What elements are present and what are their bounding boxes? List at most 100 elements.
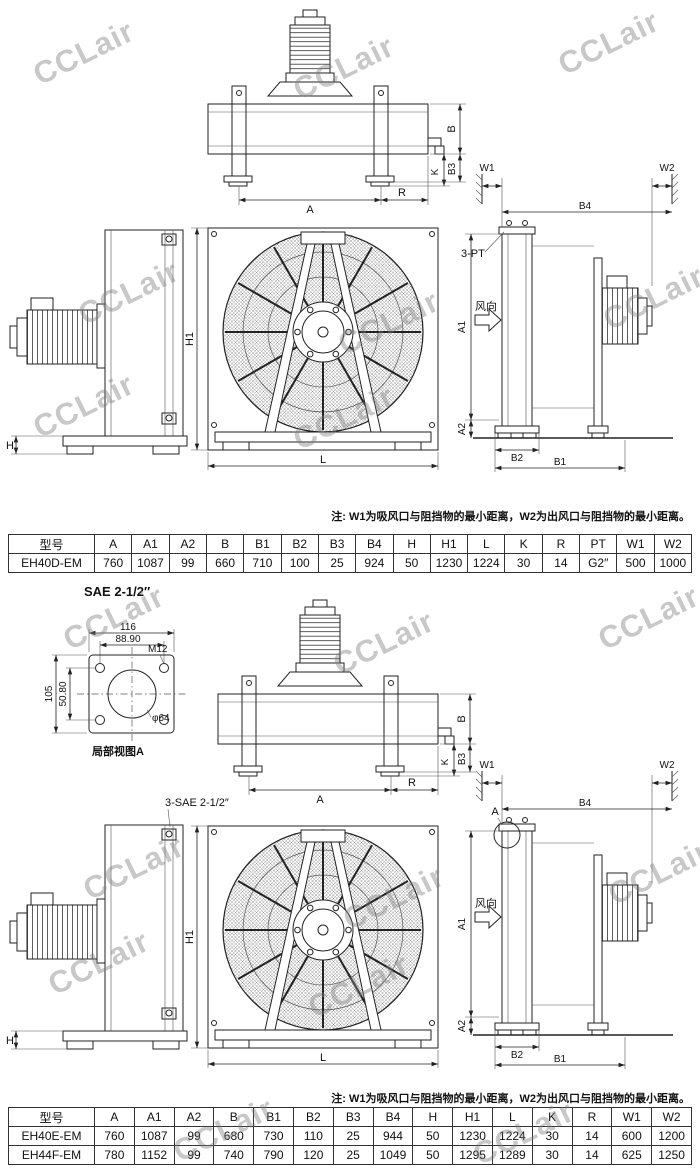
dimension-k: K <box>389 154 450 187</box>
dimension-b: B <box>430 103 466 155</box>
table-cell: 710 <box>243 553 282 573</box>
sae-flange-plate <box>77 647 186 742</box>
dim-label-r: R <box>408 777 416 789</box>
column-header: L <box>491 1107 533 1127</box>
fan-front-view-1: H1 <box>184 227 439 470</box>
dimension-w1 <box>482 178 503 227</box>
dim-label-b3: B3 <box>447 162 458 175</box>
watermark: CCLair <box>27 13 140 92</box>
column-header: PT <box>579 534 618 554</box>
cooler-core-side <box>498 220 536 427</box>
dimension-8890: 88.90 <box>99 634 165 664</box>
dim-label-h: H <box>6 1035 14 1047</box>
table-cell: 944 <box>372 1126 414 1146</box>
dim-label-5080: 50.80 <box>58 681 69 706</box>
wind-direction: 风向 <box>474 299 502 333</box>
dim-label-l: L <box>320 1052 326 1064</box>
column-header: B <box>213 1107 255 1127</box>
dim-label-a1: A1 <box>457 917 468 930</box>
table-cell: 25 <box>332 1126 374 1146</box>
table-cell: 1250 <box>651 1145 692 1165</box>
dim-label-b4: B4 <box>579 201 592 212</box>
table-cell: 760 <box>93 553 133 573</box>
fan-hub <box>292 899 354 961</box>
column-header: B2 <box>280 534 319 554</box>
wind-direction-label: 风向 <box>475 299 497 313</box>
base <box>62 435 188 455</box>
dim-label-b1: B1 <box>554 1054 567 1065</box>
heat-exchanger-panel <box>104 824 184 1032</box>
table-cell: 730 <box>253 1126 294 1146</box>
motor-side <box>601 275 653 345</box>
wind-direction: 风向 <box>474 896 502 930</box>
table-cell: 500 <box>616 553 655 573</box>
top-view-drawing-1: A R K B3 B <box>207 9 466 216</box>
detail-a-callout: A <box>491 806 521 849</box>
dim-label-a: A <box>306 204 314 216</box>
dim-label-116: 116 <box>120 622 136 633</box>
sae-title: SAE 2-1/2″ <box>84 584 151 599</box>
column-header: A1 <box>131 534 170 554</box>
dim-label-a: A <box>316 794 324 806</box>
dimension-b4: B4 <box>502 798 672 812</box>
table-cell: 680 <box>213 1126 255 1146</box>
table-cell: EH40D-EM <box>8 553 95 573</box>
table-cell: 25 <box>317 553 357 573</box>
dim-label-b: B <box>446 125 458 132</box>
table-cell: 99 <box>168 553 207 573</box>
obstruction-wall-right <box>671 173 679 205</box>
dim-label-b4: B4 <box>579 798 592 809</box>
table-cell: EH44F-EM <box>8 1145 95 1165</box>
port-label-3pt: 3-PT <box>461 248 485 260</box>
column-header: A2 <box>168 534 207 554</box>
dim-label-h: H <box>6 440 14 452</box>
cooler-body-top <box>217 675 455 777</box>
table-cell: 1230 <box>452 1126 493 1146</box>
table-cell: 1152 <box>133 1145 175 1165</box>
column-header: B3 <box>317 534 357 554</box>
motor-stand <box>264 231 382 433</box>
dimension-w1 <box>482 775 503 822</box>
column-header: H <box>412 1107 454 1127</box>
dimension-w2 <box>651 775 672 883</box>
side-schematic-2: W1 W2 B4 A <box>457 760 679 1069</box>
dimension-105: 105 <box>44 654 87 734</box>
watermark: CCLair <box>592 578 700 657</box>
dim-label-b2: B2 <box>511 1050 524 1061</box>
table-cell: G2″ <box>579 553 618 573</box>
dim-label-k: K <box>430 168 441 175</box>
table-cell: 14 <box>571 1145 613 1165</box>
column-header: K <box>504 534 543 554</box>
table-cell: 120 <box>292 1145 334 1165</box>
dimension-b: B <box>440 693 476 745</box>
dim-label-a2: A2 <box>457 422 468 435</box>
note-2: 注: W1为吸风口与阻挡物的最小距离，W2为出风口与阻挡物的最小距离。 <box>331 1093 690 1105</box>
column-header: B4 <box>372 1107 414 1127</box>
table-cell: 780 <box>94 1145 135 1165</box>
table-cell: 100 <box>280 553 319 573</box>
motor-side <box>9 892 106 964</box>
dimension-b2: B2 <box>494 433 540 472</box>
obstruction-wall-left <box>475 173 483 205</box>
dimension-116: 116 <box>88 622 175 652</box>
dimension-5080: 50.80 <box>58 667 96 721</box>
motor-top <box>266 9 354 97</box>
dim-label-b: B <box>456 715 468 722</box>
dimension-r: R <box>391 746 439 795</box>
table-cell: 14 <box>541 553 581 573</box>
base <box>62 1030 188 1050</box>
dimension-h: H <box>6 435 67 455</box>
column-header: W1 <box>616 534 655 554</box>
column-header: W2 <box>651 1107 692 1127</box>
column-header: A <box>94 1107 135 1127</box>
column-header: A2 <box>173 1107 215 1127</box>
dim-label-w1: W1 <box>480 760 495 771</box>
dim-label-b3: B3 <box>457 752 468 765</box>
dim-label-w1: W1 <box>480 163 495 174</box>
table-cell: 50 <box>412 1126 454 1146</box>
